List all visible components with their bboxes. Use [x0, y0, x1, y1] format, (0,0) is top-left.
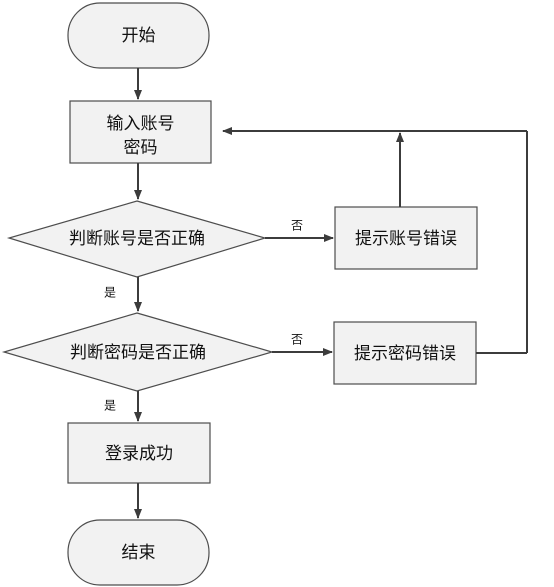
password-error-label: 提示密码错误 — [354, 344, 456, 364]
input-credentials-label-line1: 输入账号 — [107, 114, 175, 134]
input-credentials-label: 输入账号 — [107, 114, 175, 134]
login-success-label: 登录成功 — [105, 444, 173, 464]
edge-label-password-yes: 是 — [104, 399, 116, 413]
end-terminator-shape — [67, 519, 210, 586]
start-label: 开始 — [122, 26, 156, 46]
account-error-label: 提示账号错误 — [355, 229, 457, 249]
login-success-node: 登录成功 — [67, 422, 211, 484]
password-error-box — [333, 321, 477, 385]
account-error-box — [334, 206, 478, 270]
edge-label-account-yes: 是 — [104, 286, 116, 300]
check-password-decision: 判断密码是否正确 — [1, 312, 275, 392]
end-label: 结束 — [122, 543, 156, 563]
check-account-decision: 判断账号是否正确 — [6, 200, 268, 278]
input-credentials-node: 输入账号 密码 — [69, 100, 212, 164]
password-error-node: 提示密码错误 — [333, 321, 477, 385]
edge-label-password-no: 否 — [291, 333, 303, 347]
login-success-box — [67, 422, 211, 484]
input-credentials-label-line2: 密码 — [124, 138, 158, 158]
edge-label-account-no: 否 — [291, 219, 303, 233]
input-credentials-box — [69, 100, 212, 164]
end-node: 结束 — [67, 519, 210, 586]
check-account-label: 判断账号是否正确 — [69, 229, 205, 249]
start-node: 开始 — [67, 2, 210, 69]
account-error-node: 提示账号错误 — [334, 206, 478, 270]
check-password-label: 判断密码是否正确 — [70, 343, 206, 363]
input-credentials-label-second: 密码 — [124, 138, 158, 158]
